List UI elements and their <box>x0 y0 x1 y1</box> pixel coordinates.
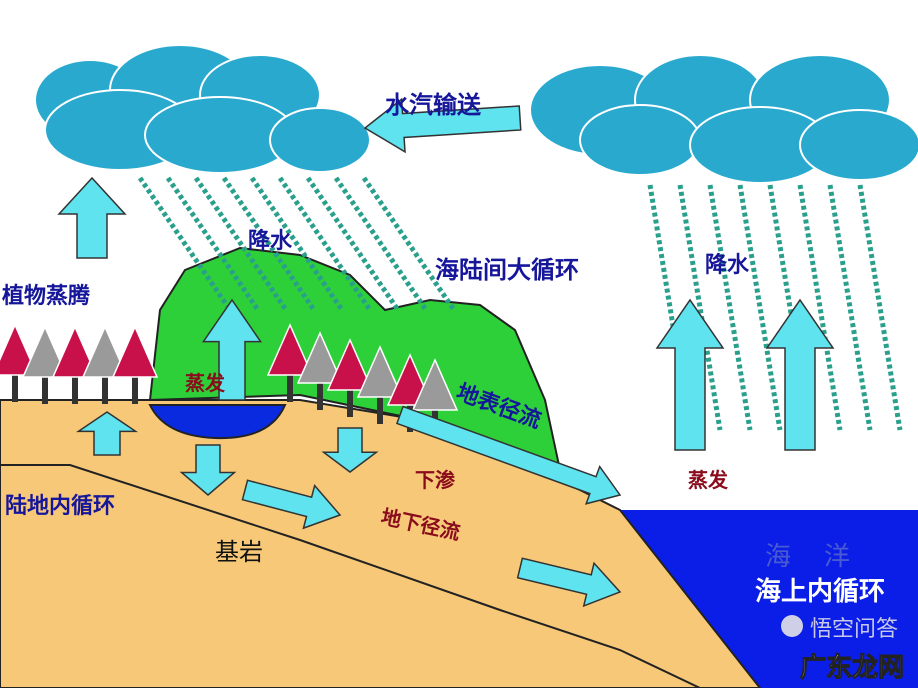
flow-arrow <box>516 557 622 608</box>
tree-trunk <box>132 372 138 404</box>
tree-trunk <box>102 372 108 404</box>
rain-line <box>737 184 783 431</box>
tree-trunk <box>72 372 78 404</box>
label-bedrock: 基岩 <box>215 538 263 566</box>
label-precipitation-right: 降水 <box>705 253 750 278</box>
watermark-logo-icon <box>781 615 803 637</box>
tree-trunk <box>12 370 18 402</box>
cloud-puff <box>579 104 701 176</box>
flow-arrow <box>241 479 342 530</box>
label-evaporation-ocean: 蒸发 <box>688 468 729 492</box>
rain-line <box>137 176 233 312</box>
tree-crown <box>51 325 99 378</box>
tree-trunk <box>317 378 323 410</box>
label-precipitation-left: 降水 <box>248 229 293 254</box>
flow-arrow <box>363 97 522 154</box>
tree-crown <box>296 331 344 384</box>
flow-arrow <box>395 405 622 505</box>
rain-line <box>361 176 457 312</box>
trees <box>0 323 459 437</box>
tree-trunk <box>377 392 383 424</box>
tree-crown <box>411 358 459 411</box>
label-evaporation-lake: 蒸发 <box>185 371 226 395</box>
tree-crown <box>21 325 69 378</box>
label-land-cycle: 陆地内循环 <box>5 493 115 519</box>
flow-arrow <box>201 298 263 401</box>
ocean <box>600 510 918 688</box>
tree-crown <box>356 345 404 398</box>
tree-trunk <box>287 370 293 402</box>
rain-line <box>797 184 843 431</box>
flow-arrow <box>765 298 835 451</box>
tree-crown <box>81 325 129 378</box>
flow-arrow <box>655 298 725 451</box>
cloud-puff <box>269 107 371 173</box>
tree-crown <box>0 323 39 376</box>
flow-arrow <box>75 411 139 456</box>
rain-line <box>277 176 373 312</box>
bedrock-boundary <box>0 464 701 688</box>
rain-line <box>677 184 723 431</box>
label-vapor-transport: 水汽输送 <box>385 91 482 119</box>
tree-trunk <box>42 372 48 404</box>
flow-arrow <box>57 176 127 259</box>
rain-lines <box>137 176 903 431</box>
flow-arrow <box>321 427 379 473</box>
rain-line <box>305 176 401 312</box>
rain-line <box>193 176 289 312</box>
label-infiltration: 下渗 <box>415 468 456 492</box>
tree-crown <box>266 323 314 376</box>
tree-trunk <box>347 385 353 417</box>
lake <box>148 404 287 440</box>
arrows <box>57 97 835 608</box>
flow-arrow <box>179 444 237 496</box>
rain-line <box>333 176 429 312</box>
tree-crown <box>326 338 374 391</box>
watermark-wukong: 悟空问答 <box>810 617 898 642</box>
rain-line <box>707 184 753 431</box>
watermark: 悟空问答 <box>781 615 898 642</box>
watermark-site: 广东龙网 <box>800 652 904 683</box>
label-ocean: 海 洋 <box>765 542 850 572</box>
label-transpiration: 植物蒸腾 <box>2 283 91 309</box>
clouds <box>34 44 918 184</box>
rain-line <box>249 176 345 312</box>
label-sea-land-cycle: 海陆间大循环 <box>435 256 579 284</box>
rain-line <box>827 184 873 431</box>
label-ocean-cycle: 海上内循环 <box>755 577 885 607</box>
rain-line <box>857 184 903 431</box>
tree-crown <box>111 325 159 378</box>
rain-line <box>165 176 261 312</box>
cloud-puff <box>799 109 918 181</box>
rain-line <box>221 176 317 312</box>
